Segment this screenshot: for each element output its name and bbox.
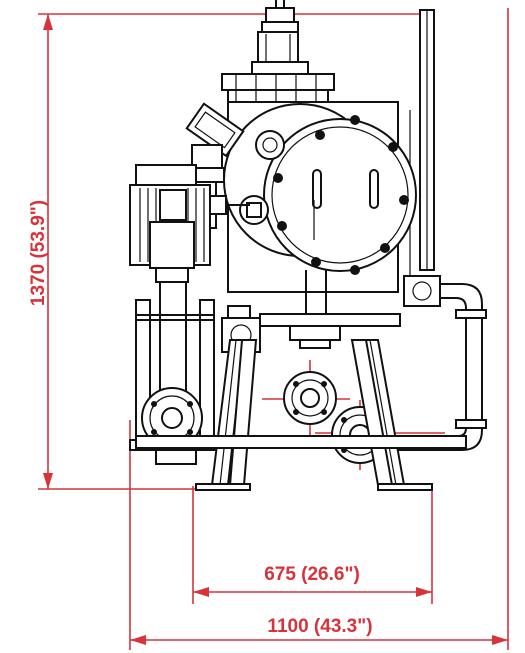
height-dimension-label: 1370 (53.9") <box>28 200 49 306</box>
overall-width-dimension-label: 1100 (43.3") <box>267 616 372 637</box>
dimension-lines <box>38 8 509 650</box>
inner-width-dimension-label: 675 (26.6") <box>264 564 360 585</box>
machine-outline <box>129 0 487 491</box>
